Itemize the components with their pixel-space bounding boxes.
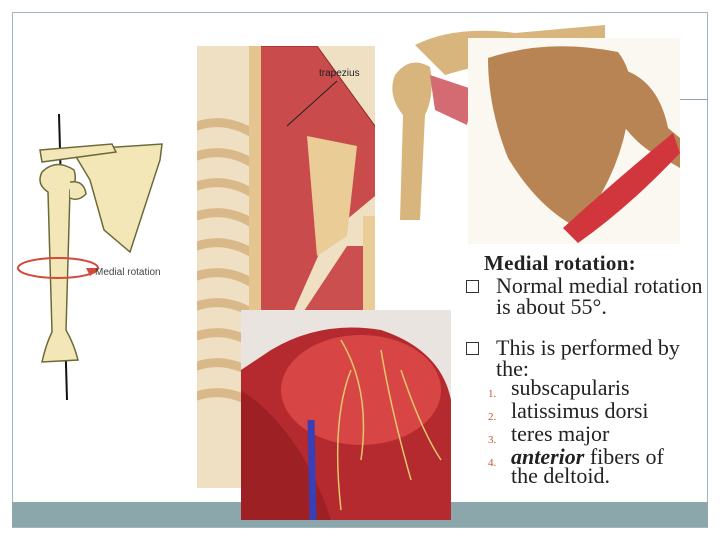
item-text-2: latissimus dorsi bbox=[511, 398, 649, 423]
item-text-1: subscapularis bbox=[511, 375, 630, 400]
deltoid-dissection-figure bbox=[241, 310, 451, 520]
humerus-diagram: Medial rotation bbox=[12, 110, 197, 410]
item-text-4: anterior fibers of bbox=[511, 444, 720, 469]
humerus-label: Medial rotation bbox=[95, 267, 161, 278]
item-number-4: 4. bbox=[488, 457, 497, 469]
bullet-marker-2 bbox=[466, 339, 479, 360]
trapezius-label: trapezius bbox=[319, 68, 360, 79]
item-number-3: 3. bbox=[488, 434, 497, 446]
slide-frame bbox=[12, 12, 708, 528]
square-bullet-icon bbox=[466, 342, 479, 355]
item-number-1: 1. bbox=[488, 388, 497, 400]
item-text-4-emphasis: anterior bbox=[511, 444, 585, 469]
item-text-4-line2: the deltoid. bbox=[511, 463, 610, 488]
slide-heading: Medial rotation: bbox=[484, 251, 636, 275]
scapula-figure bbox=[468, 38, 680, 244]
item-text-3: teres major bbox=[511, 421, 610, 446]
bullet-text-2: This is performed by the: bbox=[496, 335, 680, 381]
divider-right bbox=[680, 99, 708, 100]
item-text-4-rest: fibers of bbox=[584, 444, 664, 469]
square-bullet-icon bbox=[466, 280, 479, 293]
bullet-marker-1 bbox=[466, 277, 479, 298]
bullet-text-1: Normal medial rotation is about 55°. bbox=[496, 273, 703, 319]
item-number-2: 2. bbox=[488, 411, 497, 423]
